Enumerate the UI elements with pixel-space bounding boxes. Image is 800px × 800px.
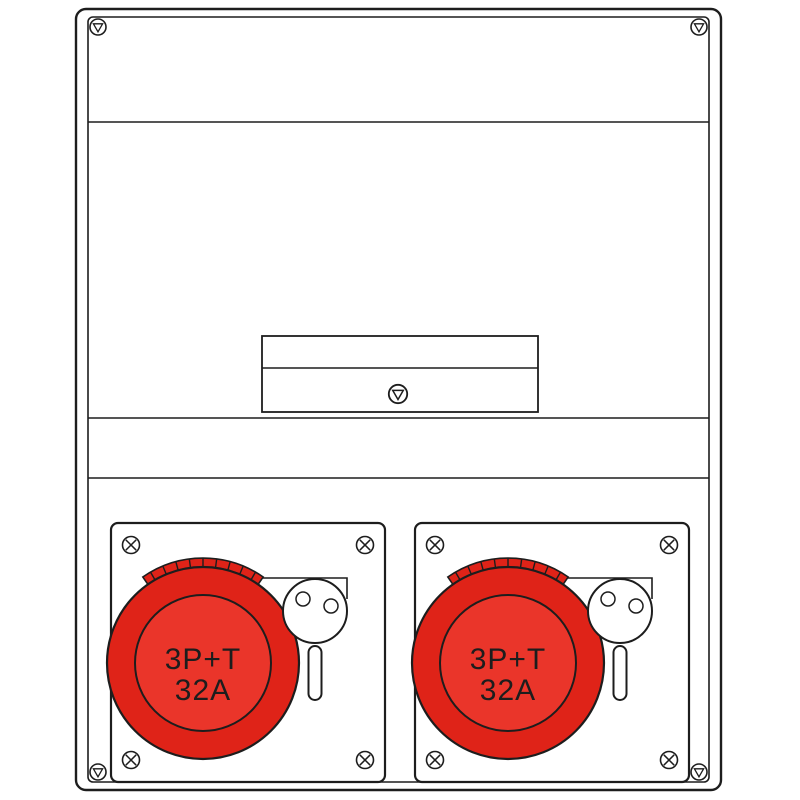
plate-screw-right-tl xyxy=(425,535,445,555)
corner-screw-bottom-right xyxy=(690,763,708,781)
socket-label-amperage: 32A xyxy=(175,674,231,707)
plate-screw-left-bl xyxy=(121,750,141,770)
cap-ribs xyxy=(149,558,257,581)
interlock-knob-hole-right xyxy=(628,598,644,614)
interlock-knob-hole-left xyxy=(295,591,311,607)
socket-cap-inner xyxy=(439,594,577,732)
interlock-knob xyxy=(587,578,653,644)
interlock-lever xyxy=(307,645,323,701)
cap-ribs xyxy=(454,558,562,581)
plate-screw-right-tr xyxy=(659,535,679,555)
plate-screw-right-br xyxy=(659,750,679,770)
interlock-knob-hole-right xyxy=(323,598,339,614)
socket-unit-left: 3P+T 32A xyxy=(105,557,348,761)
corner-screw-top-right xyxy=(690,18,708,36)
interlock-lever xyxy=(612,645,628,701)
corner-screw-top-left xyxy=(89,18,107,36)
socket-label-amperage: 32A xyxy=(480,674,536,707)
socket-unit-right: 3P+T 32A xyxy=(410,557,653,761)
breaker-window-screw xyxy=(387,383,409,405)
socket-cap-inner xyxy=(134,594,272,732)
socket-label-poles: 3P+T xyxy=(165,643,242,676)
socket-label-poles: 3P+T xyxy=(470,643,547,676)
interlock-knob-hole-left xyxy=(600,591,616,607)
enclosure-inner-outline xyxy=(87,16,710,783)
plate-screw-left-br xyxy=(355,750,375,770)
corner-screw-bottom-left xyxy=(89,763,107,781)
plate-screw-left-tr xyxy=(355,535,375,555)
plate-screw-left-tl xyxy=(121,535,141,555)
interlock-knob xyxy=(282,578,348,644)
plate-screw-right-bl xyxy=(425,750,445,770)
